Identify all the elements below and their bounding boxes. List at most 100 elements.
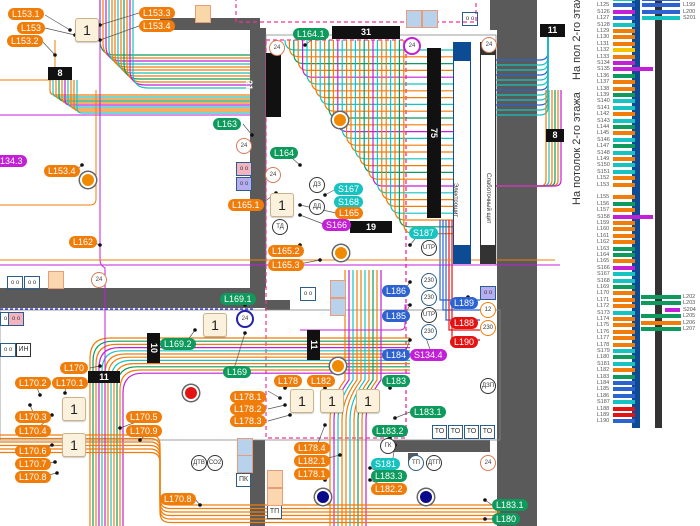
sensor-co2[interactable]: CO2 bbox=[207, 455, 223, 471]
cable-label[interactable]: S134.4 bbox=[410, 349, 447, 361]
cable-label[interactable]: L178.2 bbox=[230, 403, 266, 415]
cable-label[interactable]: L178 bbox=[274, 375, 303, 387]
cable-label[interactable]: L182.1 bbox=[294, 455, 330, 467]
sensor-gk[interactable]: ГК bbox=[380, 438, 396, 454]
cable-label[interactable]: L153.4 bbox=[44, 165, 80, 177]
socket-24v[interactable]: 24 bbox=[236, 138, 252, 154]
sensor-dzp[interactable]: ДЗП bbox=[480, 378, 496, 394]
cable-label[interactable]: L165 bbox=[335, 207, 364, 219]
cable-label[interactable]: S181 bbox=[371, 458, 401, 470]
lamp-orange[interactable] bbox=[330, 358, 346, 374]
cable-label[interactable]: L185 bbox=[382, 310, 411, 322]
cable-label[interactable]: L170.1 bbox=[52, 377, 88, 389]
cable-label[interactable]: L165.3 bbox=[268, 259, 304, 271]
cable-label[interactable]: S167 bbox=[334, 183, 364, 195]
junction-box[interactable]: 1 bbox=[290, 389, 314, 413]
lamp-orange[interactable] bbox=[332, 112, 348, 128]
cable-label[interactable]: L183 bbox=[382, 375, 411, 387]
heater-to[interactable]: ТО bbox=[448, 425, 463, 439]
double-socket[interactable]: o o bbox=[236, 177, 252, 191]
cable-label[interactable]: L170.5 bbox=[126, 411, 162, 423]
socket-24v[interactable]: 24 bbox=[236, 310, 254, 328]
cable-label[interactable]: L170.8 bbox=[15, 471, 51, 483]
cable-label[interactable]: L182.2 bbox=[371, 483, 407, 495]
sensor-dz[interactable]: ДЗ bbox=[309, 177, 325, 193]
cable-label[interactable]: L165.1 bbox=[228, 199, 264, 211]
cable-label[interactable]: L184 bbox=[382, 349, 411, 361]
cable-label[interactable]: L188 bbox=[450, 317, 479, 329]
junction-box[interactable]: 1 bbox=[203, 313, 227, 337]
cable-label[interactable]: L189 bbox=[450, 297, 479, 309]
cable-label[interactable]: L153.1 bbox=[8, 8, 44, 20]
junction-box[interactable]: 1 bbox=[75, 18, 99, 42]
junction-box[interactable]: 1 bbox=[320, 389, 344, 413]
heater-to[interactable]: ТО bbox=[464, 425, 479, 439]
double-socket[interactable]: o o bbox=[480, 286, 496, 300]
socket-24v[interactable]: 24 bbox=[480, 455, 496, 471]
cable-label[interactable]: L164 bbox=[270, 147, 299, 159]
junction-box[interactable]: 1 bbox=[356, 389, 380, 413]
socket-24v[interactable]: 24 bbox=[269, 40, 285, 56]
cable-label[interactable]: L186 bbox=[382, 285, 411, 297]
cable-label[interactable]: S166 bbox=[322, 219, 352, 231]
lamp-navy[interactable] bbox=[418, 489, 434, 505]
outlet-230v[interactable]: 230 bbox=[480, 320, 496, 336]
lamp-navy[interactable] bbox=[315, 489, 331, 505]
junction-box[interactable]: 1 bbox=[270, 193, 294, 217]
cable-label[interactable]: L165.2 bbox=[268, 245, 304, 257]
cable-label[interactable]: L178.1 bbox=[294, 468, 330, 480]
cable-label[interactable]: L180 bbox=[492, 513, 521, 525]
cable-label[interactable]: L153.3 bbox=[139, 7, 175, 19]
junction-box[interactable]: 1 bbox=[62, 433, 86, 457]
lamp-orange[interactable] bbox=[80, 172, 96, 188]
sensor-td[interactable]: ТД bbox=[272, 219, 288, 235]
sensor-dtp[interactable]: ДТП bbox=[426, 455, 442, 471]
utp-outlet[interactable]: UTP bbox=[421, 240, 437, 256]
cable-label[interactable]: L170.7 bbox=[15, 458, 51, 470]
cable-label[interactable]: L170.9 bbox=[126, 425, 162, 437]
cable-label[interactable]: L170.6 bbox=[15, 445, 51, 457]
cable-label[interactable]: L170.4 bbox=[15, 425, 51, 437]
outlet-12v[interactable]: 12 bbox=[480, 302, 496, 318]
outlet-230v[interactable]: 230 bbox=[421, 290, 437, 306]
double-socket[interactable]: o o bbox=[8, 312, 24, 326]
cable-label[interactable]: S134.3 bbox=[0, 155, 27, 167]
socket-24v[interactable]: 24 bbox=[403, 37, 421, 55]
cable-label[interactable]: S168 bbox=[334, 196, 364, 208]
outlet-230v[interactable]: 230 bbox=[421, 273, 437, 289]
in-box[interactable]: ИН bbox=[16, 343, 31, 357]
double-socket[interactable]: o o bbox=[462, 12, 478, 26]
cable-label[interactable]: L153.2 bbox=[7, 35, 43, 47]
cable-label[interactable]: L169.2 bbox=[160, 338, 196, 350]
socket-24v[interactable]: 24 bbox=[265, 167, 281, 183]
cable-label[interactable]: L178.3 bbox=[230, 415, 266, 427]
outlet-230v[interactable]: 230 bbox=[421, 324, 437, 340]
socket-24v[interactable]: 24 bbox=[91, 272, 107, 288]
cable-label[interactable]: L183.3 bbox=[371, 470, 407, 482]
tp-box[interactable]: ТП bbox=[267, 505, 282, 519]
heater-to[interactable]: ТО bbox=[432, 425, 447, 439]
sensor-dtv[interactable]: ДТВ bbox=[191, 455, 207, 471]
cable-label[interactable]: L183.2 bbox=[372, 425, 408, 437]
double-socket[interactable]: o o bbox=[300, 287, 316, 301]
cable-label[interactable]: L170.3 bbox=[15, 411, 51, 423]
cable-label[interactable]: L170.2 bbox=[15, 377, 51, 389]
cable-label[interactable]: L178.1 bbox=[230, 391, 266, 403]
cable-label[interactable]: S187 bbox=[409, 227, 439, 239]
utp-outlet[interactable]: UTP bbox=[421, 307, 437, 323]
cable-label[interactable]: L153 bbox=[17, 22, 46, 34]
cable-label[interactable]: L153.4 bbox=[139, 20, 175, 32]
cable-label[interactable]: L183.1 bbox=[492, 499, 528, 511]
double-socket[interactable]: o o bbox=[7, 276, 23, 290]
heater-to[interactable]: ТО bbox=[480, 425, 495, 439]
lamp-orange[interactable] bbox=[333, 245, 349, 261]
socket-24v[interactable]: 24 bbox=[481, 37, 497, 53]
cable-label[interactable]: L163 bbox=[213, 118, 242, 130]
double-socket[interactable]: o o bbox=[236, 162, 252, 176]
cable-label[interactable]: L182 bbox=[307, 375, 336, 387]
pk-box[interactable]: ПК bbox=[236, 473, 251, 487]
cable-label[interactable]: L178.4 bbox=[294, 442, 330, 454]
junction-box[interactable]: 1 bbox=[62, 397, 86, 421]
double-socket[interactable]: o o bbox=[0, 343, 16, 357]
cable-label[interactable]: L164.1 bbox=[293, 28, 329, 40]
